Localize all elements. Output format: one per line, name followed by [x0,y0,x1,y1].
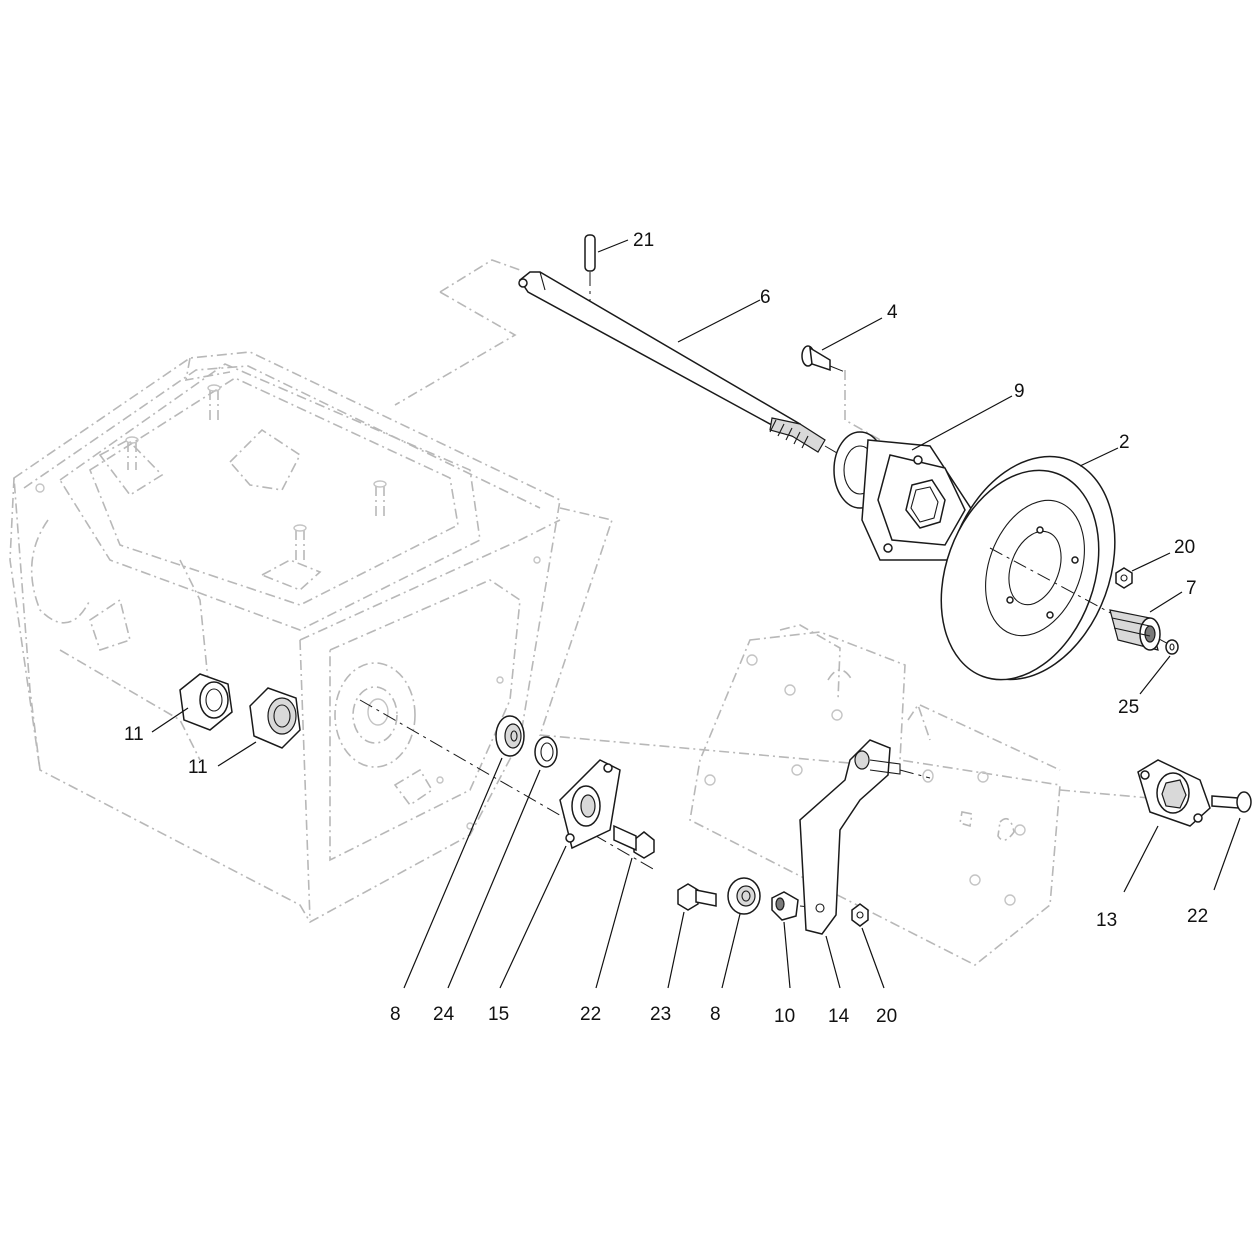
part-14-idler-arm [799,739,934,935]
callout-15: 15 [488,1004,509,1025]
part-22-bolt-b [1211,791,1252,813]
callout-20-top: 20 [1174,537,1195,558]
callout-20-bottom: 20 [876,1006,897,1027]
callout-6: 6 [760,287,771,308]
lower-axis-centerline [359,699,656,871]
leader-lines [151,239,1241,989]
part-15-bearing-plate [559,759,621,850]
callout-11-b: 11 [188,757,208,778]
part-20-hex-nut-bottom [851,903,869,927]
part-20-hex-nut-top [1115,567,1133,589]
part-7-pinion-gear [1109,609,1161,651]
part-13-bearing-flange [1137,759,1211,827]
callout-9: 9 [1014,381,1025,402]
part-8-bearing-a [495,715,525,757]
callout-labels: 21 6 4 9 2 20 7 25 11 11 13 22 8 24 15 2… [124,230,1208,1027]
part-23-bolt [677,883,717,911]
callout-4: 4 [887,302,898,323]
callout-13: 13 [1096,910,1117,931]
part-2-drive-disk [940,455,1173,681]
housing-frame-phantom [9,351,561,924]
callout-11-a: 11 [124,724,144,745]
callout-21: 21 [633,230,654,251]
part-4-shoulder-bolt [801,345,846,373]
callout-23: 23 [650,1004,671,1025]
part-8-bearing-b [727,877,761,915]
callout-8-left: 8 [390,1004,401,1025]
part-21-roll-pin [584,234,596,308]
callout-7: 7 [1186,578,1197,599]
assembly-path-lines [394,259,1173,801]
callout-25: 25 [1118,697,1139,718]
part-11-bushing-b [249,687,301,749]
callout-2: 2 [1119,432,1130,453]
part-6-shaft [518,271,881,479]
part-9-hub [833,431,973,561]
part-11-bushing-a [179,673,233,731]
callout-10: 10 [774,1006,795,1027]
part-24-washer [534,736,558,768]
part-25-washer [1165,639,1179,655]
callout-24: 24 [433,1004,455,1025]
callout-22-left: 22 [580,1004,601,1025]
callout-14: 14 [828,1006,850,1027]
callout-22-right: 22 [1187,906,1208,927]
callout-8-middle: 8 [710,1004,721,1025]
part-22-bolt-a [613,824,655,859]
bracket-plate-phantom [689,624,1061,966]
